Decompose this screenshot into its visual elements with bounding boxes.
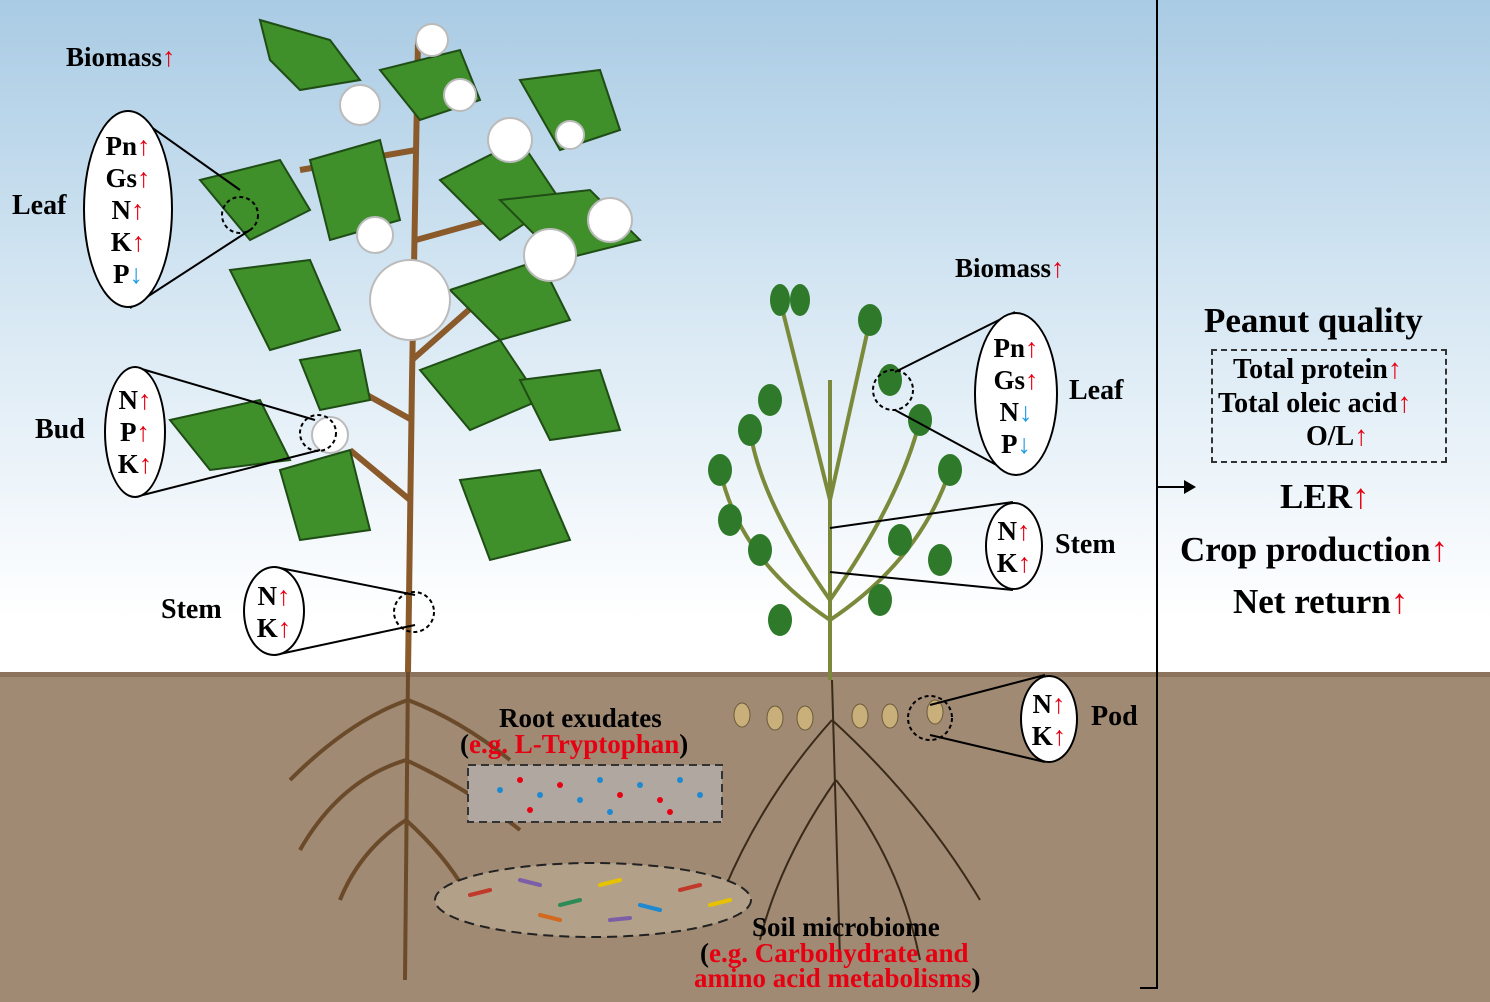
- cotton-stem-callout: N↑ K↑: [243, 566, 305, 656]
- quality-item: Total oleic acid↑: [1218, 390, 1411, 418]
- up-arrow-icon: ↑: [1430, 530, 1449, 569]
- trait: N: [111, 195, 132, 225]
- cotton-bolls: [311, 23, 633, 454]
- up-arrow-icon: ↑: [277, 581, 291, 611]
- quality-item: Total protein↑: [1233, 356, 1402, 384]
- up-arrow-icon: ↑: [1052, 689, 1066, 719]
- peanut-stems: [718, 299, 952, 680]
- peanut-leaf-label: Leaf: [1069, 375, 1124, 406]
- peanut-quality-box: [1211, 349, 1447, 463]
- peanut-pod-label: Pod: [1091, 701, 1138, 732]
- peanut-leaf-callout: Pn↑ Gs↑ N↓ P↓: [974, 312, 1058, 476]
- up-arrow-icon: ↑: [1017, 548, 1032, 578]
- cotton-bud-label: Bud: [35, 414, 85, 445]
- crop-production-label: Crop production: [1180, 530, 1431, 569]
- trait: P: [1001, 429, 1018, 459]
- exudates-box: [467, 764, 723, 823]
- up-arrow-icon: ↑: [1351, 477, 1370, 516]
- up-arrow-icon: ↑: [137, 131, 151, 161]
- up-arrow-icon: ↑: [162, 42, 176, 72]
- up-arrow-icon: ↑: [1051, 253, 1065, 283]
- down-arrow-icon: ↓: [1019, 397, 1033, 427]
- trait: N: [257, 581, 278, 611]
- up-arrow-icon: ↑: [1025, 365, 1039, 395]
- cotton-stem-label: Stem: [161, 594, 222, 625]
- trait: K: [256, 613, 278, 643]
- microbes: [468, 878, 732, 922]
- trait: P: [113, 259, 130, 289]
- quality-item-label: Total oleic acid: [1218, 388, 1398, 419]
- cotton-biomass: Biomass↑: [66, 44, 176, 71]
- net-return: Net return↑: [1233, 584, 1408, 619]
- cotton-leaves: [168, 18, 642, 562]
- up-arrow-icon: ↑: [137, 163, 151, 193]
- up-arrow-icon: ↑: [131, 227, 146, 257]
- trait: N: [999, 397, 1020, 427]
- up-arrow-icon: ↑: [1387, 354, 1402, 385]
- cotton-leaf-callout: Pn↑ Gs↑ N↑ K↑ P↓: [83, 110, 173, 308]
- net-return-label: Net return: [1233, 582, 1391, 621]
- exudate-example-text: e.g. L-Tryptophan: [469, 729, 680, 759]
- cotton-bud-callout: N↑ P↑ K↑: [104, 366, 166, 498]
- peanut-leaves: [708, 284, 962, 636]
- trait: Gs: [105, 163, 137, 193]
- microbiome-example-text: e.g. Carbohydrate and: [709, 938, 969, 968]
- root-exudates-title: Root exudates: [499, 703, 662, 733]
- quality-item-label: Total protein: [1233, 354, 1388, 385]
- trait: Pn: [993, 333, 1025, 363]
- trait: K: [117, 449, 139, 479]
- up-arrow-icon: ↑: [1017, 516, 1031, 546]
- ler-label: LER: [1280, 477, 1352, 516]
- up-arrow-icon: ↑: [136, 417, 151, 447]
- trait: K: [110, 227, 132, 257]
- trait: N: [1032, 689, 1053, 719]
- peanut-roots: [719, 679, 981, 961]
- trait: N: [118, 385, 139, 415]
- up-arrow-icon: ↑: [131, 195, 145, 225]
- up-arrow-icon: ↑: [1397, 388, 1412, 419]
- peanut-pod-callout: N↑ K↑: [1020, 675, 1078, 763]
- microbiome-example-text: amino acid metabolisms: [694, 963, 972, 993]
- peanut-biomass-label: Biomass: [955, 253, 1052, 283]
- up-arrow-icon: ↑: [138, 385, 152, 415]
- trait: Gs: [993, 365, 1025, 395]
- down-arrow-icon: ↓: [129, 259, 144, 289]
- up-arrow-icon: ↑: [277, 613, 292, 643]
- trait: Pn: [105, 131, 137, 161]
- soil-microbiome-example-1: (e.g. Carbohydrate and: [700, 938, 969, 968]
- ler: LER↑: [1280, 479, 1369, 514]
- soil-microbiome-title: Soil microbiome: [752, 912, 940, 942]
- arrow-head-icon: [1184, 480, 1196, 494]
- cotton-leaf-label: Leaf: [12, 190, 67, 221]
- up-arrow-icon: ↑: [1025, 333, 1039, 363]
- quality-item-label: O/L: [1306, 421, 1355, 452]
- up-arrow-icon: ↑: [1052, 721, 1067, 751]
- peanut-quality-title: Peanut quality: [1204, 301, 1423, 340]
- cotton-biomass-label: Biomass: [66, 42, 163, 72]
- peanut-pods: [733, 699, 944, 731]
- up-arrow-icon: ↑: [1390, 582, 1409, 621]
- soil-microbiome-example-2: amino acid metabolisms): [694, 963, 981, 993]
- peanut-stem-label: Stem: [1055, 529, 1116, 560]
- up-arrow-icon: ↑: [1354, 421, 1369, 452]
- peanut-stem-callout: N↑ K↑: [985, 502, 1043, 590]
- trait: P: [120, 417, 137, 447]
- cotton-roots: [288, 671, 522, 981]
- trait: N: [997, 516, 1018, 546]
- down-arrow-icon: ↓: [1017, 429, 1032, 459]
- trait: K: [996, 548, 1018, 578]
- exudate-molecules: [497, 777, 703, 815]
- up-arrow-icon: ↑: [138, 449, 153, 479]
- root-exudates-example: (e.g. L-Tryptophan): [460, 729, 689, 759]
- peanut-biomass: Biomass↑: [955, 255, 1065, 282]
- trait: K: [1031, 721, 1053, 751]
- quality-item: O/L↑: [1306, 423, 1368, 451]
- microbiome-ellipse: [434, 862, 752, 938]
- crop-production: Crop production↑: [1180, 532, 1448, 567]
- soil-layer: [0, 672, 1490, 1002]
- callout-lines: [129, 0, 1190, 989]
